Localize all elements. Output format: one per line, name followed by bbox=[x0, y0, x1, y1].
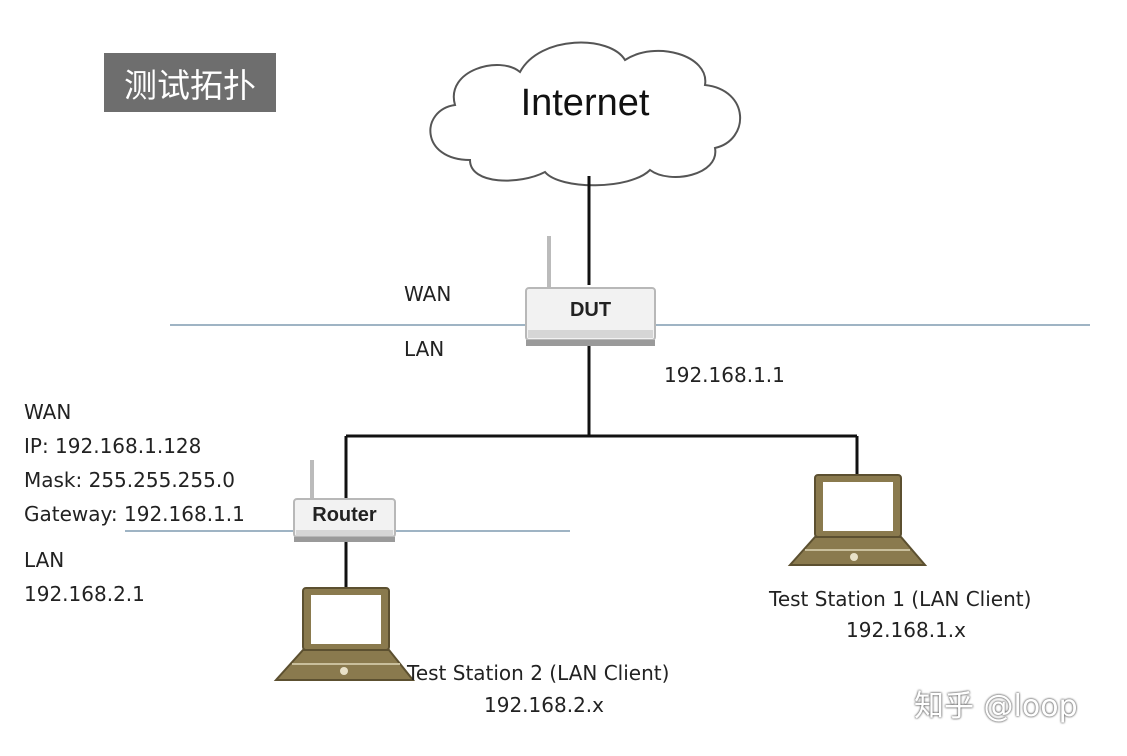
router-lan-line: LAN bbox=[24, 548, 65, 572]
router-wan-line: WAN bbox=[24, 400, 72, 424]
router-lan-info: LAN 192.168.2.1 bbox=[24, 543, 145, 611]
router-wan-line: Mask: 255.255.255.0 bbox=[24, 468, 235, 492]
router-device bbox=[293, 460, 396, 542]
page-title: 测试拓扑 bbox=[104, 53, 276, 112]
dut-label: DUT bbox=[569, 299, 612, 321]
router-label: Router bbox=[312, 504, 377, 526]
router-lan-line: 192.168.2.1 bbox=[24, 582, 145, 606]
station2-name: Test Station 2 (LAN Client) bbox=[407, 661, 670, 685]
dut-ip-label: 192.168.1.1 bbox=[664, 363, 785, 387]
router-wan-info: WAN IP: 192.168.1.128 Mask: 255.255.255.… bbox=[24, 395, 245, 531]
dut-lan-label: LAN bbox=[404, 337, 445, 361]
station1-name: Test Station 1 (LAN Client) bbox=[769, 587, 1032, 611]
router-wan-line: Gateway: 192.168.1.1 bbox=[24, 502, 245, 526]
station1-ip: 192.168.1.x bbox=[846, 618, 966, 642]
station1-laptop-icon bbox=[787, 474, 928, 566]
watermark: 知乎 @loop bbox=[914, 689, 1078, 724]
internet-cloud bbox=[429, 41, 741, 187]
station2-ip: 192.168.2.x bbox=[484, 693, 604, 717]
router-wan-line: IP: 192.168.1.128 bbox=[24, 434, 202, 458]
station2-laptop-icon bbox=[273, 587, 416, 681]
internet-label: Internet bbox=[520, 82, 650, 124]
dut-wan-label: WAN bbox=[404, 282, 452, 306]
dut-device bbox=[525, 236, 656, 346]
